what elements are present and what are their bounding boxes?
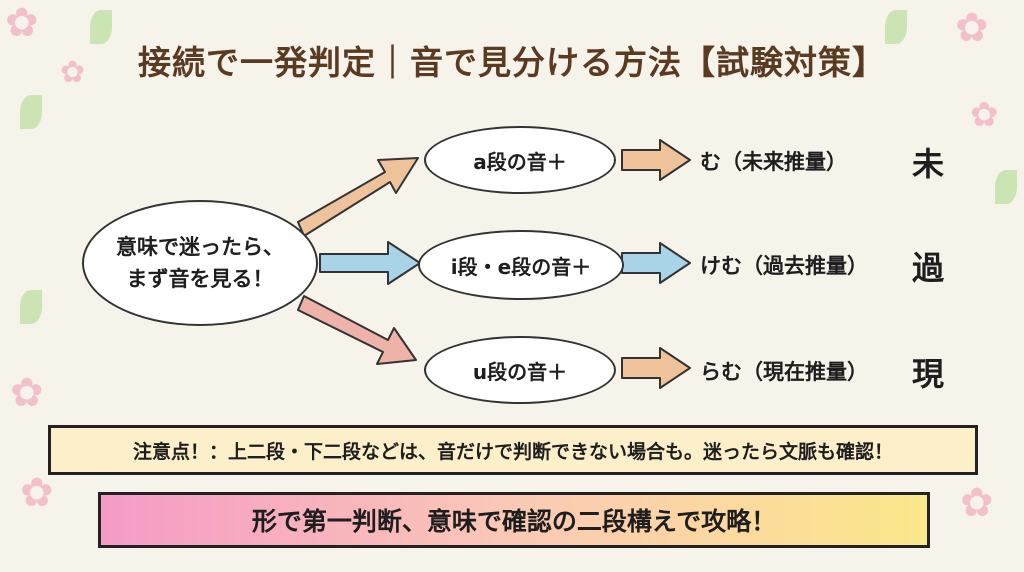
arrow-to-u-dan	[297, 295, 417, 365]
leaf-icon	[90, 10, 112, 44]
summary-banner: 形で第一判断、意味で確認の二段構えで攻略！	[98, 492, 930, 548]
sakura-icon: ✿	[60, 55, 86, 90]
sakura-icon: ✿	[955, 5, 989, 51]
arrow-mu	[621, 139, 691, 181]
caution-note: 注意点！：上二段・下二段などは、音だけで判断できない場合も。迷ったら文脈も確認！	[48, 425, 978, 475]
sakura-icon: ✿	[20, 470, 54, 516]
start-line-2: まず音を見る！	[126, 267, 274, 291]
result-kanji: 過	[912, 249, 945, 287]
arrow-to-a-dan	[297, 157, 419, 237]
sakura-icon: ✿	[970, 95, 999, 135]
start-line-1: 意味で迷ったら、	[116, 235, 284, 259]
start-cloud: 意味で迷ったら、 まず音を見る！	[82, 200, 318, 326]
result-label: けむ（過去推量）	[700, 254, 868, 278]
leaf-icon	[20, 95, 42, 129]
arrow-kemu	[621, 242, 691, 284]
sakura-icon: ✿	[10, 370, 44, 416]
leaf-icon	[995, 170, 1017, 204]
arrow-to-ie-dan	[319, 241, 421, 285]
sakura-icon: ✿	[960, 480, 994, 526]
leaf-icon	[885, 10, 907, 44]
condition-cloud: i段・e段の音＋	[418, 230, 624, 300]
condition-cloud: a段の音＋	[424, 126, 616, 194]
result-kanji: 現	[912, 355, 945, 393]
leaf-icon	[20, 290, 42, 324]
result-kanji: 未	[912, 145, 945, 183]
condition-cloud: u段の音＋	[424, 336, 616, 404]
page-title: 接続で一発判定｜音で見分ける方法【試験対策】	[138, 43, 886, 82]
result-label: らむ（現在推量）	[700, 360, 868, 384]
sakura-icon: ✿	[5, 0, 39, 46]
arrow-ramu	[621, 347, 691, 389]
result-label: む（未来推量）	[700, 150, 847, 174]
